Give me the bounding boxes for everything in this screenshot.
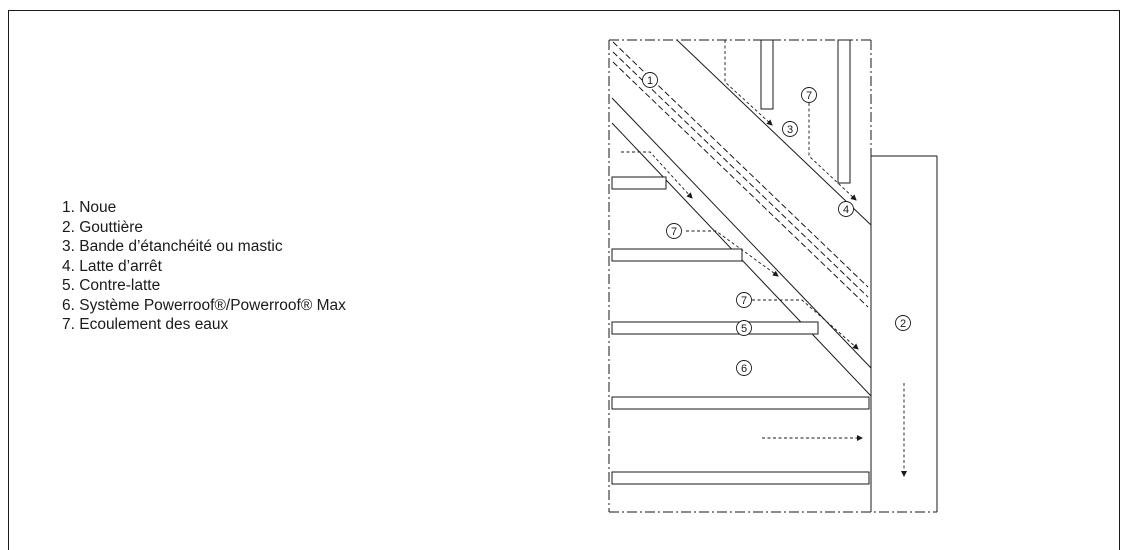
svg-text:4: 4: [843, 204, 849, 216]
roof-valley-drawing: 1 3 7 4 7 7 5 6 2: [608, 39, 938, 513]
svg-text:5: 5: [741, 323, 747, 335]
svg-text:6: 6: [741, 363, 747, 375]
svg-text:7: 7: [806, 90, 812, 102]
callout-2: 2: [895, 315, 911, 331]
upper-battens: [760, 39, 851, 184]
legend-item-gouttiere: 2. Gouttière: [62, 218, 143, 236]
legend-item-systeme: 6. Système Powerroof®/Powerroof® Max: [62, 296, 346, 314]
callout-7-top: 7: [801, 87, 817, 103]
callout-7-lower: 7: [736, 292, 752, 308]
svg-text:2: 2: [900, 318, 906, 330]
gutter: [870, 155, 938, 512]
detail-boundary: [608, 39, 937, 513]
svg-text:7: 7: [671, 226, 677, 238]
callout-5: 5: [736, 320, 752, 336]
legend-item-ecoulement: 7. Ecoulement des eaux: [62, 316, 229, 333]
legend-item-latte-arret: 4. Latte d’arrêt: [62, 257, 162, 275]
svg-text:1: 1: [647, 75, 653, 87]
callout-6: 6: [736, 360, 752, 376]
callout-4: 4: [838, 201, 854, 217]
svg-text:7: 7: [741, 295, 747, 307]
legend-item-bande: 3. Bande d’étanchéité ou mastic: [62, 238, 283, 255]
counter-battens: [611, 176, 870, 485]
figure-frame: [8, 10, 1120, 550]
callout-7-middle: 7: [666, 223, 682, 239]
callout-3: 3: [782, 121, 798, 137]
valley-lines: [611, 39, 872, 397]
legend-item-contre-latte: 5. Contre-latte: [62, 277, 161, 294]
legend-list: 1. Noue 2. Gouttière 3. Bande d’étanchéi…: [62, 198, 346, 335]
legend-item-noue: 1. Noue: [62, 199, 117, 216]
water-flow-arrows: [621, 40, 907, 477]
callout-1: 1: [642, 72, 658, 88]
svg-text:3: 3: [787, 124, 793, 136]
